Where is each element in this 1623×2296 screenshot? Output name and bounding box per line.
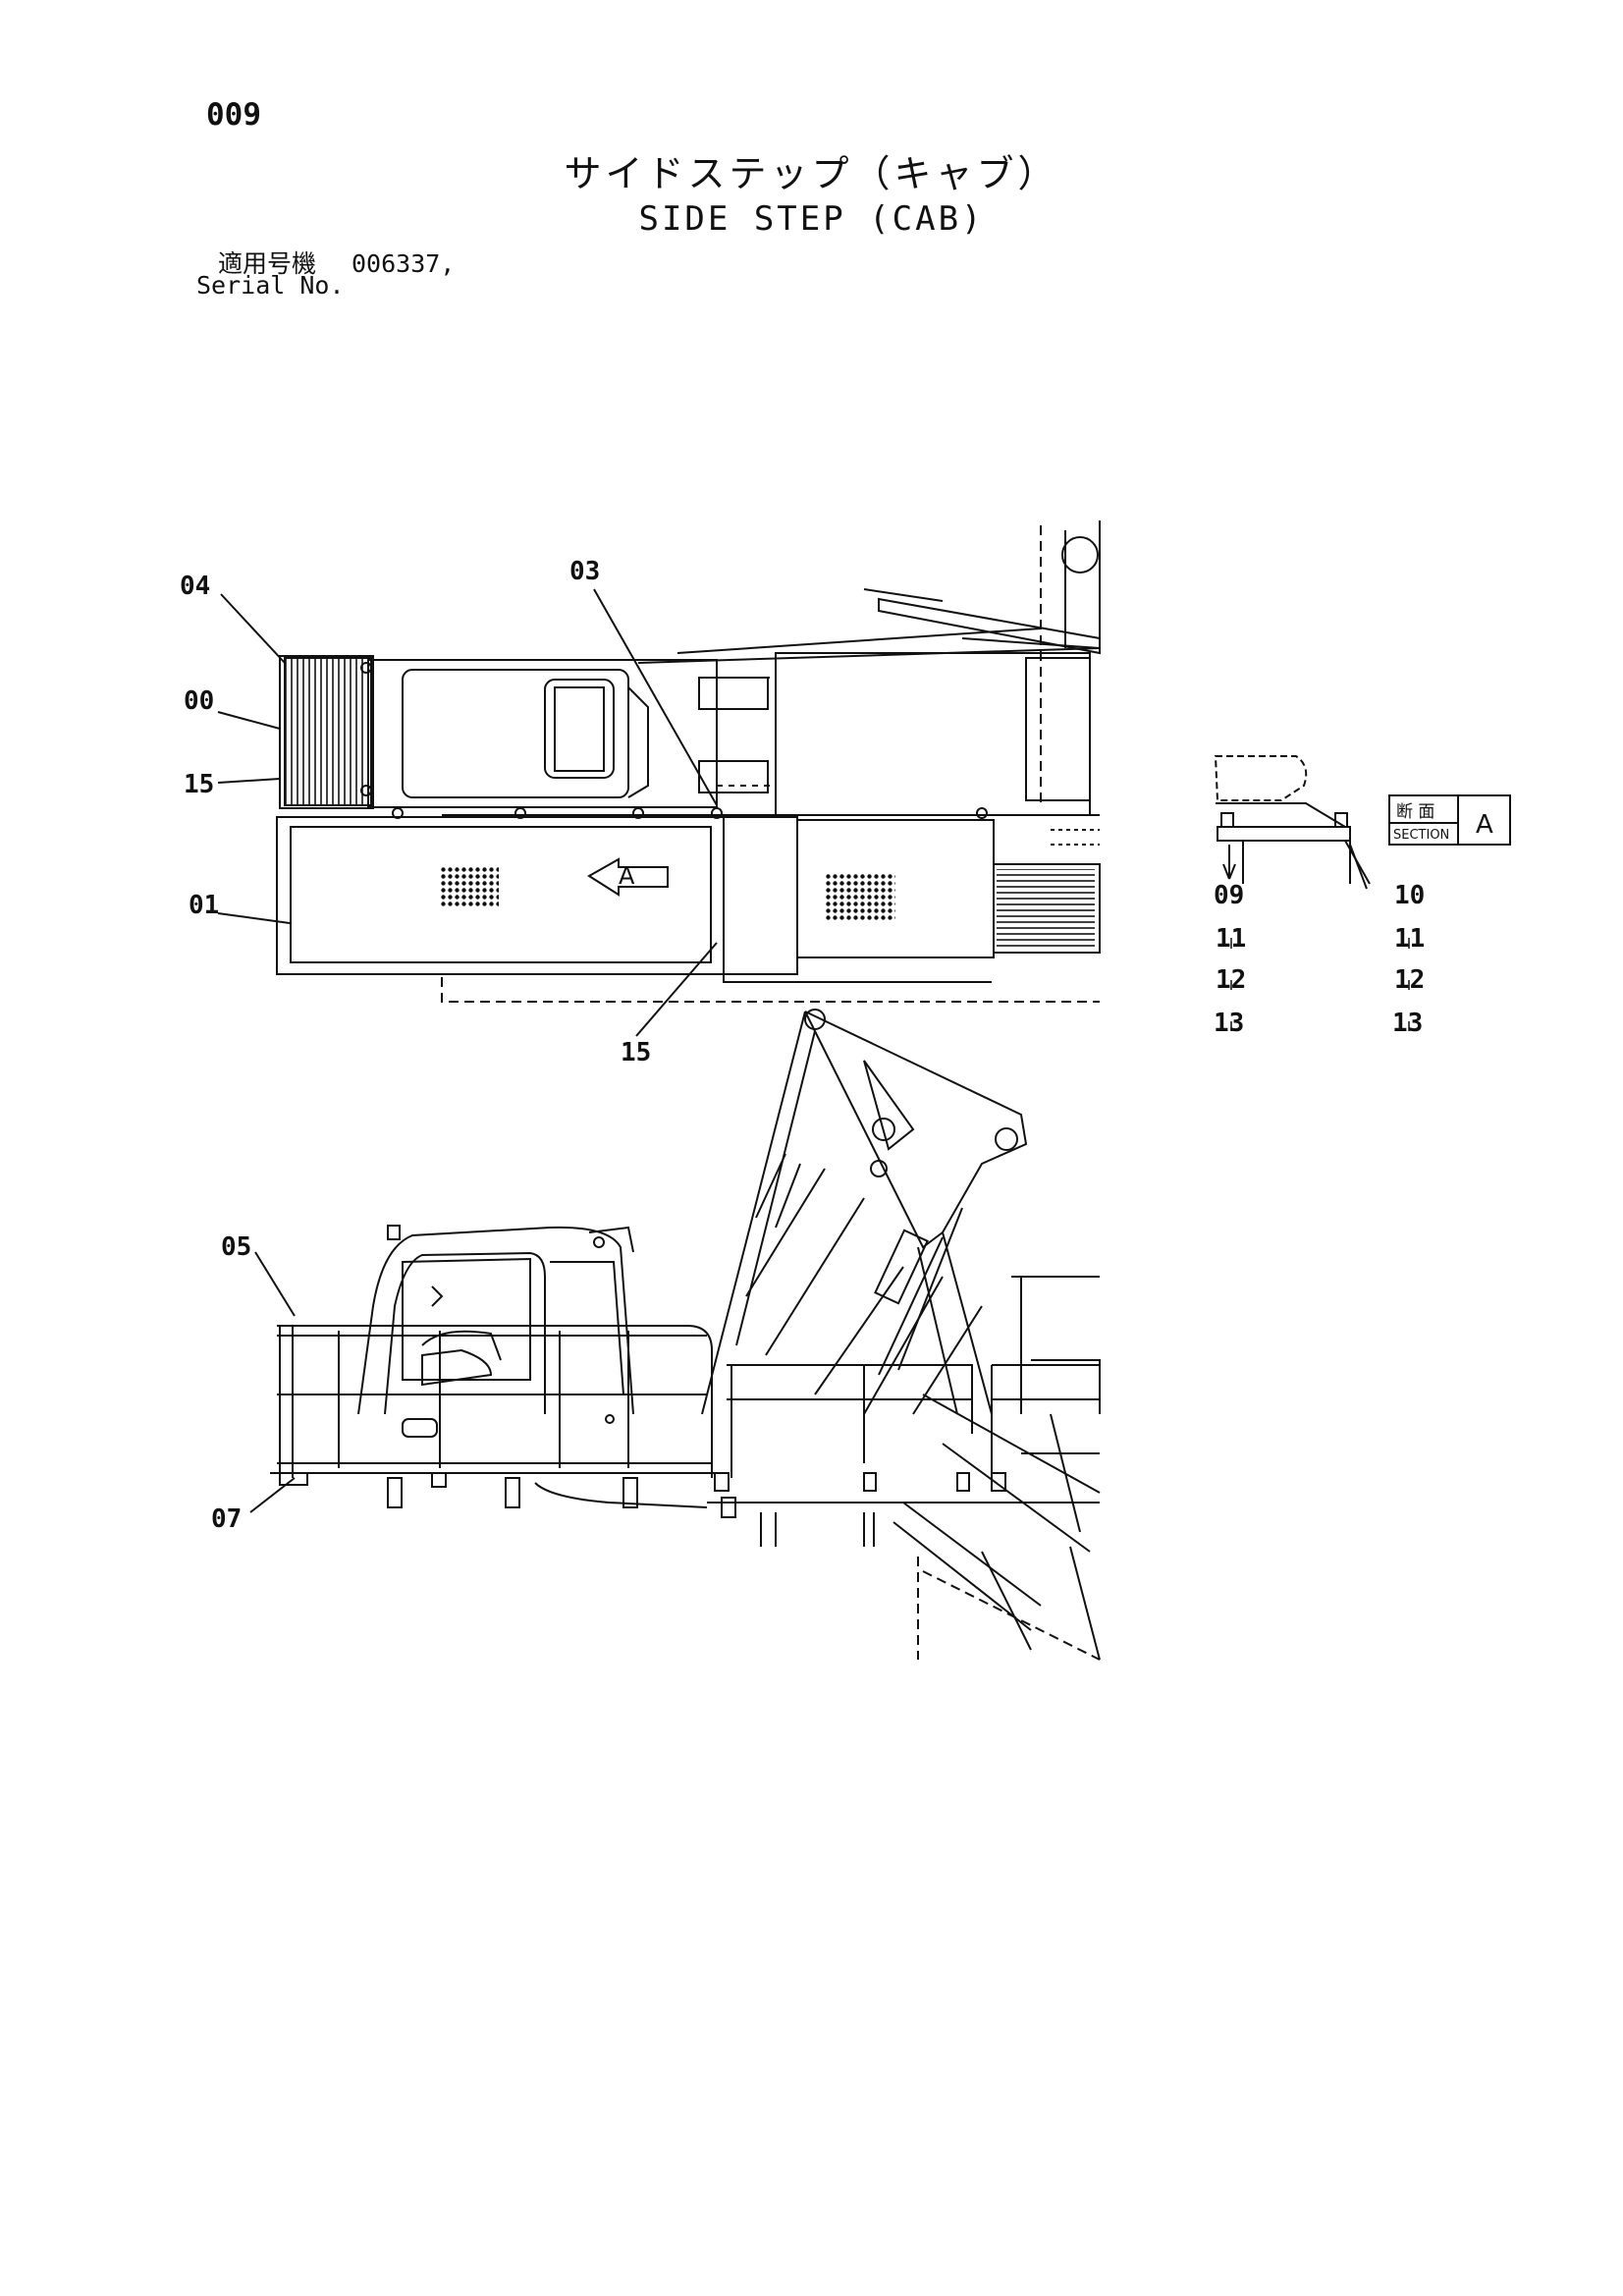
callout-12-left: 12 xyxy=(1216,965,1246,995)
section-box-letter: A xyxy=(1476,810,1493,840)
callout-04: 04 xyxy=(180,572,210,601)
section-box-en: SECTION xyxy=(1393,828,1449,843)
section-box-jp: 断 面 xyxy=(1396,802,1434,822)
callout-07: 07 xyxy=(211,1504,242,1534)
title-english: SIDE STEP (CAB) xyxy=(638,199,985,239)
callout-15-lower: 15 xyxy=(621,1038,651,1067)
title-japanese: サイドステップ（キャブ） xyxy=(564,152,1059,195)
callout-11-left: 11 xyxy=(1216,924,1246,954)
page-number: 009 xyxy=(206,97,261,133)
callout-13-right: 13 xyxy=(1392,1009,1423,1038)
callout-05: 05 xyxy=(221,1232,251,1262)
callout-11-right: 11 xyxy=(1394,924,1425,954)
side-view-drawing xyxy=(270,1009,1101,1661)
callout-15-upper: 15 xyxy=(184,770,214,799)
serial-number-value: 006337, xyxy=(352,249,456,278)
callout-10: 10 xyxy=(1394,881,1425,910)
callout-09: 09 xyxy=(1214,881,1244,910)
callout-12-right: 12 xyxy=(1394,965,1425,995)
view-arrow-marker: A xyxy=(619,862,635,890)
callout-13-left: 13 xyxy=(1214,1009,1244,1038)
callout-01: 01 xyxy=(189,891,219,920)
callout-03: 03 xyxy=(569,557,600,586)
callout-00: 00 xyxy=(184,686,214,716)
callout-leaders xyxy=(217,588,1410,1513)
section-a-detail xyxy=(1214,755,1511,885)
serial-label-japanese: 適用号機 xyxy=(218,249,317,278)
serial-label-english: Serial No. xyxy=(196,271,345,300)
top-view-drawing xyxy=(276,520,1101,1003)
